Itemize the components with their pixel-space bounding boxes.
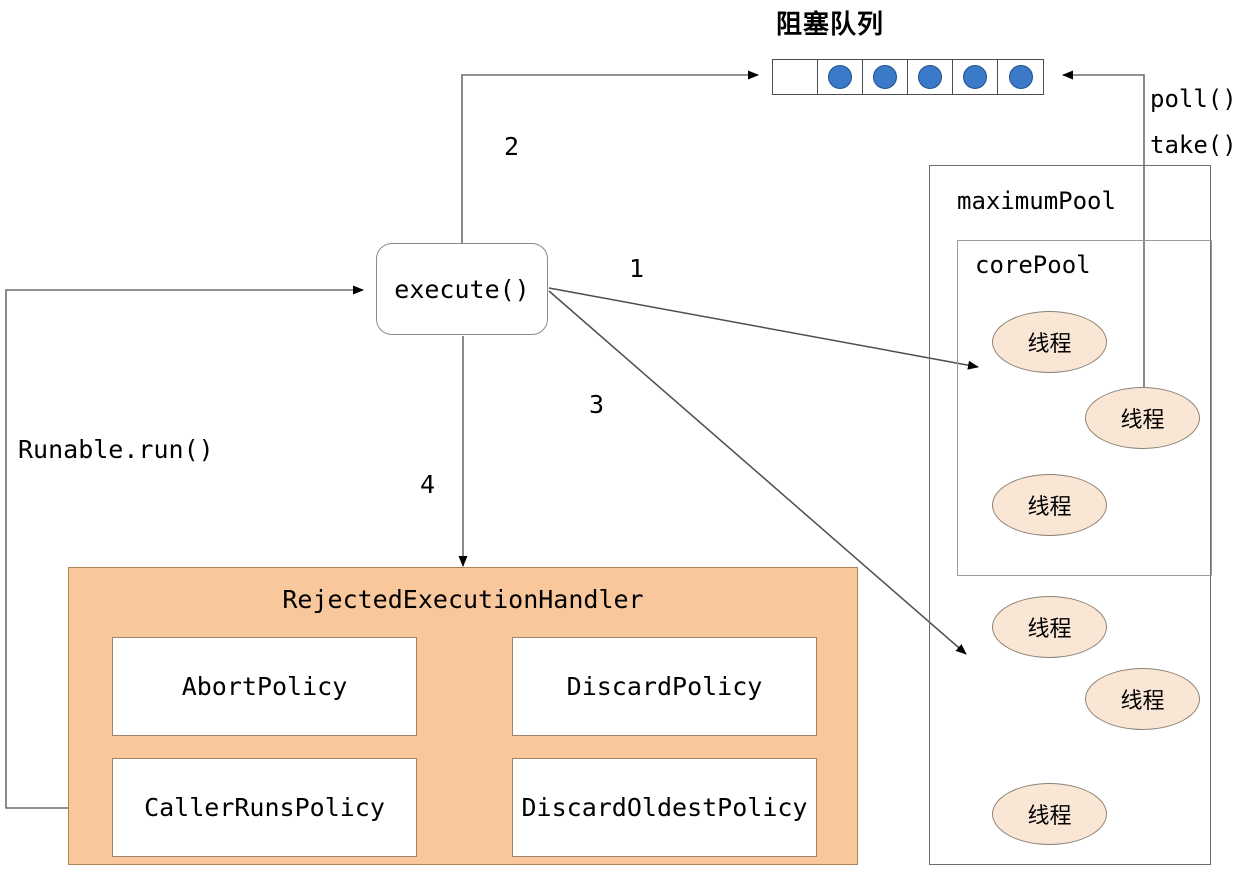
policy-label: DiscardOldestPolicy	[521, 793, 808, 822]
queue-cell	[863, 60, 908, 94]
execute-node: execute()	[376, 243, 548, 335]
thread-label: 线程	[1027, 332, 1072, 357]
step-number-2: 2	[504, 132, 520, 161]
queue-cell	[998, 60, 1043, 94]
policy-discard-oldest[interactable]: DiscardOldestPolicy	[512, 758, 817, 857]
core-pool-label: corePool	[975, 251, 1091, 279]
maximum-pool-container	[929, 165, 1211, 865]
queue-task-dot	[918, 65, 942, 89]
policy-label: CallerRunsPolicy	[144, 793, 385, 822]
policy-label: DiscardPolicy	[566, 672, 763, 701]
edge-callerruns-to-execute	[5, 285, 364, 809]
thread-ellipse: 线程	[992, 783, 1107, 845]
poll-label: poll()	[1150, 85, 1237, 113]
handler-title: RejectedExecutionHandler	[282, 585, 644, 614]
thread-ellipse: 线程	[1085, 668, 1200, 730]
blocking-queue	[772, 59, 1044, 95]
blocking-queue-title: 阻塞队列	[776, 10, 885, 40]
edge-execute-to-queue	[461, 70, 759, 243]
policy-abort[interactable]: AbortPolicy	[112, 637, 417, 736]
edge-execute-to-corepool	[548, 287, 979, 370]
policy-discard[interactable]: DiscardPolicy	[512, 637, 817, 736]
thread-ellipse: 线程	[992, 596, 1107, 658]
thread-ellipse: 线程	[992, 311, 1107, 373]
queue-task-dot	[1008, 65, 1033, 89]
take-label: take()	[1150, 131, 1237, 159]
edge-pool-poll-take	[1062, 70, 1145, 390]
thread-ellipse: 线程	[1085, 387, 1200, 449]
thread-label: 线程	[1027, 617, 1072, 642]
maximum-pool-label: maximumPool	[957, 187, 1116, 215]
step-number-4: 4	[420, 470, 436, 499]
policy-caller-runs[interactable]: CallerRunsPolicy	[112, 758, 417, 857]
queue-task-dot	[873, 65, 897, 89]
thread-label: 线程	[1027, 495, 1072, 520]
policy-label: AbortPolicy	[181, 672, 348, 701]
queue-task-dot	[963, 65, 987, 89]
queue-cell	[908, 60, 953, 94]
runnable-run-label: Runable.run()	[18, 435, 214, 464]
thread-ellipse: 线程	[992, 474, 1107, 536]
step-number-3: 3	[589, 390, 605, 419]
queue-cell	[773, 60, 818, 94]
thread-label: 线程	[1027, 804, 1072, 829]
thread-label: 线程	[1120, 689, 1165, 714]
rejected-execution-handler-panel: RejectedExecutionHandler AbortPolicy Dis…	[68, 567, 858, 865]
core-pool-container	[957, 240, 1212, 576]
queue-cell	[818, 60, 863, 94]
queue-task-dot	[828, 65, 852, 89]
queue-cell	[953, 60, 998, 94]
step-number-1: 1	[629, 254, 645, 283]
edge-execute-to-maximumpool	[548, 290, 967, 655]
execute-label: execute()	[394, 274, 530, 304]
thread-label: 线程	[1120, 408, 1165, 433]
